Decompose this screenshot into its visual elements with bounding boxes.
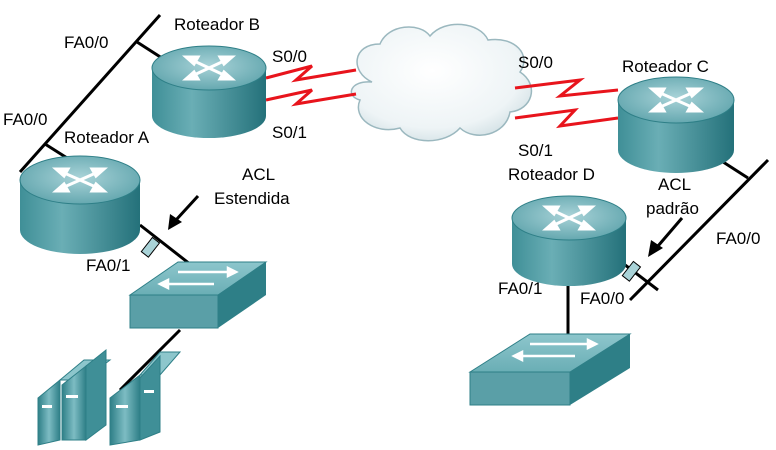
wan-cloud (350, 23, 533, 142)
b-s00-label: S0/0 (272, 47, 307, 66)
acl-extended-line1: ACL (242, 165, 275, 184)
lan-segment-a-b (18, 14, 162, 173)
router-b-label: Roteador B (174, 15, 260, 34)
switch-right-icon[interactable] (468, 333, 632, 406)
acl-filter-standard (621, 260, 642, 282)
router-c-label: Roteador C (622, 57, 709, 76)
a-fa00-label: FA0/0 (3, 110, 47, 129)
acl-extended-line2: Estendida (214, 189, 290, 208)
c-s00-label: S0/0 (518, 53, 553, 72)
b-fa00-label: FA0/0 (64, 33, 108, 52)
acl-arrow-extended (168, 194, 200, 230)
d-fa00-label: FA0/0 (580, 289, 624, 308)
router-a-label: Roteador A (64, 128, 150, 147)
serial-link-c-s01 (514, 107, 619, 129)
d-fa01-label: FA0/1 (498, 279, 542, 298)
c-fa00-label: FA0/0 (716, 229, 760, 248)
router-c-icon[interactable] (617, 76, 735, 173)
c-s01-label: S0/1 (518, 141, 553, 160)
lan-segment-c-d (628, 158, 770, 302)
acl-standard-line2: padrão (646, 199, 699, 218)
server-farm-icon[interactable] (37, 348, 182, 446)
link-switch-servers (118, 328, 182, 392)
router-a-icon[interactable] (19, 155, 141, 254)
serial-link-b-s01 (265, 88, 357, 107)
link-c-fa00 (719, 158, 749, 180)
serial-link-c-s00 (514, 77, 619, 99)
acl-arrow-standard (648, 217, 684, 257)
router-d-label: Roteador D (508, 165, 595, 184)
router-d-icon[interactable] (511, 195, 627, 286)
switch-left-icon[interactable] (128, 261, 268, 329)
link-a-fa01 (139, 223, 196, 270)
acl-standard-line1: ACL (658, 175, 691, 194)
a-fa01-label: FA0/1 (86, 256, 130, 275)
b-s01-label: S0/1 (272, 123, 307, 142)
serial-link-b-s00 (265, 64, 357, 83)
router-b-icon[interactable] (151, 45, 267, 138)
acl-filter-extended (140, 236, 161, 258)
